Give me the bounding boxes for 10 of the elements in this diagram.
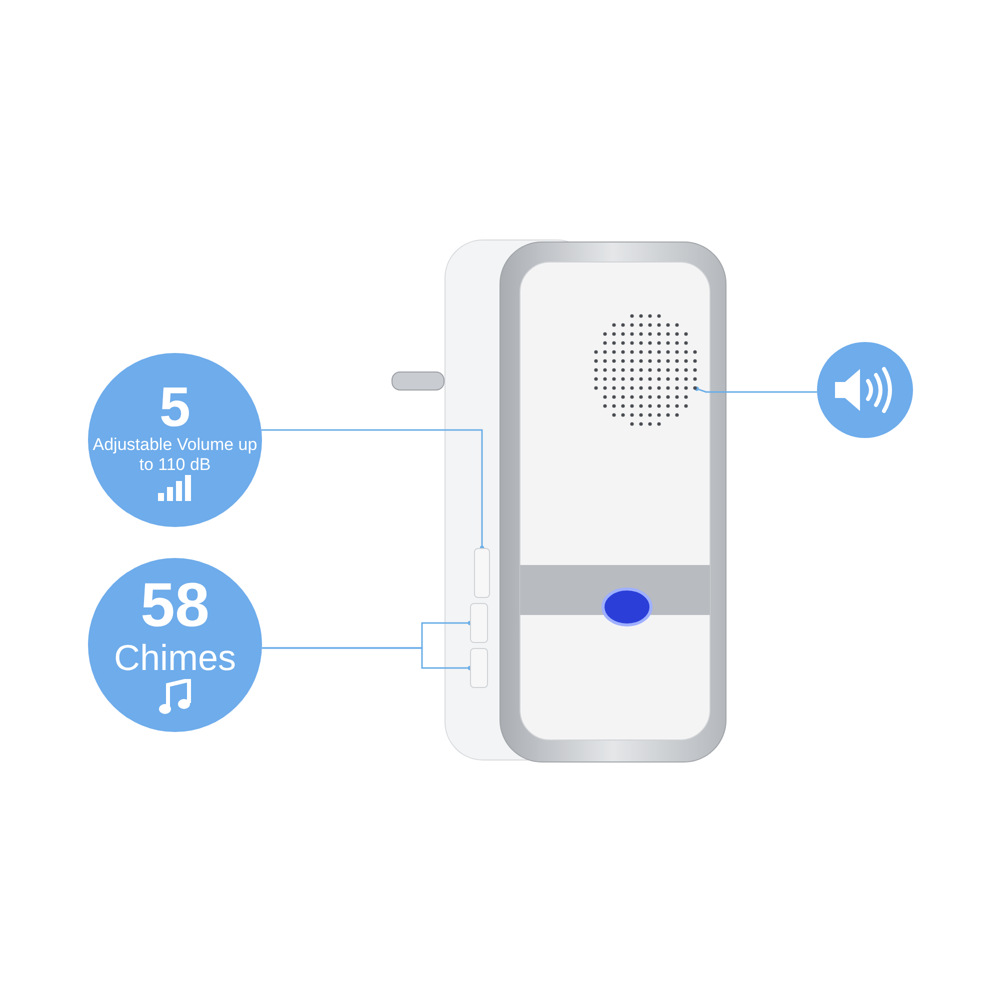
feature-number: 5 — [159, 379, 191, 436]
side-button — [474, 548, 490, 598]
leader-line — [262, 647, 472, 670]
feature-text: Adjustable Volume up to 110 dB — [92, 435, 258, 475]
leader-line — [261, 429, 484, 550]
side-button — [470, 603, 488, 643]
feature-number: 58 — [140, 575, 210, 638]
leader-line — [694, 386, 817, 393]
side-button — [470, 648, 488, 688]
feature-text: Chimes — [114, 637, 236, 679]
